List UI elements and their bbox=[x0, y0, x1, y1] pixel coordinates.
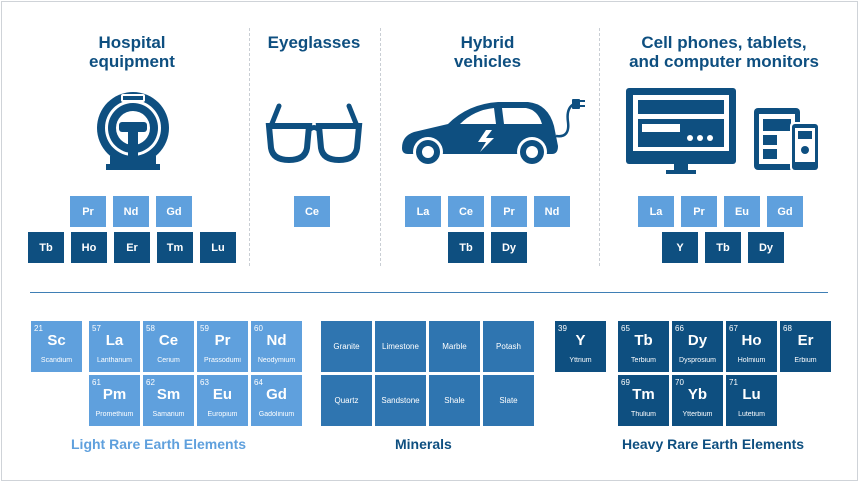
element-chip: Dy bbox=[491, 232, 527, 263]
mineral-cell: Potash bbox=[483, 321, 534, 372]
element-chip: Tb bbox=[705, 232, 741, 263]
divider bbox=[249, 28, 250, 266]
element-chip: Y bbox=[662, 232, 698, 263]
element-cell-er: 68 Er Erbium bbox=[780, 321, 831, 372]
element-chip: Pr bbox=[491, 196, 527, 227]
element-chip: La bbox=[405, 196, 441, 227]
element-cell-pm: 61 Pm Promethium bbox=[89, 375, 140, 426]
element-cell-tb: 65 Tb Terbium bbox=[618, 321, 669, 372]
eyeglasses-icon bbox=[265, 103, 363, 164]
section-title-hospital: Hospital equipment bbox=[89, 33, 175, 71]
devices-icon bbox=[626, 88, 820, 174]
element-chip: Ho bbox=[71, 232, 107, 263]
divider bbox=[380, 28, 381, 266]
element-chip: Dy bbox=[748, 232, 784, 263]
mri-scanner-icon bbox=[97, 92, 169, 170]
element-cell-ho: 67 Ho Holmium bbox=[726, 321, 777, 372]
element-chip: Pr bbox=[70, 196, 106, 227]
minerals-caption: Minerals bbox=[395, 436, 452, 452]
element-cell-nd: 60 Nd Neodymium bbox=[251, 321, 302, 372]
element-chip: Ce bbox=[294, 196, 330, 227]
element-chip: Eu bbox=[724, 196, 760, 227]
heavy-rare-earth-caption: Heavy Rare Earth Elements bbox=[622, 436, 805, 452]
section-title-devices: Cell phones, tablets, and computer monit… bbox=[629, 33, 819, 71]
element-cell-pr: 59 Pr Prassodumi bbox=[197, 321, 248, 372]
element-chip: Ce bbox=[448, 196, 484, 227]
element-chip: La bbox=[638, 196, 674, 227]
element-chip: Er bbox=[114, 232, 150, 263]
light-rare-earth-caption: Light Rare Earth Elements bbox=[71, 436, 247, 452]
divider bbox=[599, 28, 600, 266]
element-chip: Nd bbox=[113, 196, 149, 227]
element-chip: Tm bbox=[157, 232, 193, 263]
element-cell-ce: 58 Ce Cerium bbox=[143, 321, 194, 372]
section-title-hybrid: Hybrid vehicles bbox=[453, 33, 522, 71]
element-cell-sm: 62 Sm Samarium bbox=[143, 375, 194, 426]
element-chip: Tb bbox=[28, 232, 64, 263]
mineral-cell: Shale bbox=[429, 375, 480, 426]
element-cell-tm: 69 Tm Thulium bbox=[618, 375, 669, 426]
element-chip: Lu bbox=[200, 232, 236, 263]
element-chip: Pr bbox=[681, 196, 717, 227]
mineral-cell: Granite bbox=[321, 321, 372, 372]
mineral-cell: Sandstone bbox=[375, 375, 426, 426]
element-chip: Gd bbox=[767, 196, 803, 227]
element-chip: Gd bbox=[156, 196, 192, 227]
mineral-cell: Marble bbox=[429, 321, 480, 372]
element-cell-yb: 70 Yb Ytterbium bbox=[672, 375, 723, 426]
element-cell-la: 57 La Lanthanum bbox=[89, 321, 140, 372]
element-chip: Tb bbox=[448, 232, 484, 263]
element-cell-gd: 64 Gd Gadolinium bbox=[251, 375, 302, 426]
electric-car-icon bbox=[402, 99, 585, 167]
element-cell-dy: 66 Dy Dysprosium bbox=[672, 321, 723, 372]
element-chip: Nd bbox=[534, 196, 570, 227]
mineral-cell: Quartz bbox=[321, 375, 372, 426]
mineral-cell: Slate bbox=[483, 375, 534, 426]
mineral-cell: Limestone bbox=[375, 321, 426, 372]
element-cell-eu: 63 Eu Europium bbox=[197, 375, 248, 426]
element-cell-y: 39 Y Yttrium bbox=[555, 321, 606, 372]
section-divider bbox=[30, 292, 828, 293]
element-cell-lu: 71 Lu Lutetium bbox=[726, 375, 777, 426]
section-title-eyeglasses: Eyeglasses bbox=[267, 33, 361, 52]
element-cell-sc: 21 Sc Scandium bbox=[31, 321, 82, 372]
